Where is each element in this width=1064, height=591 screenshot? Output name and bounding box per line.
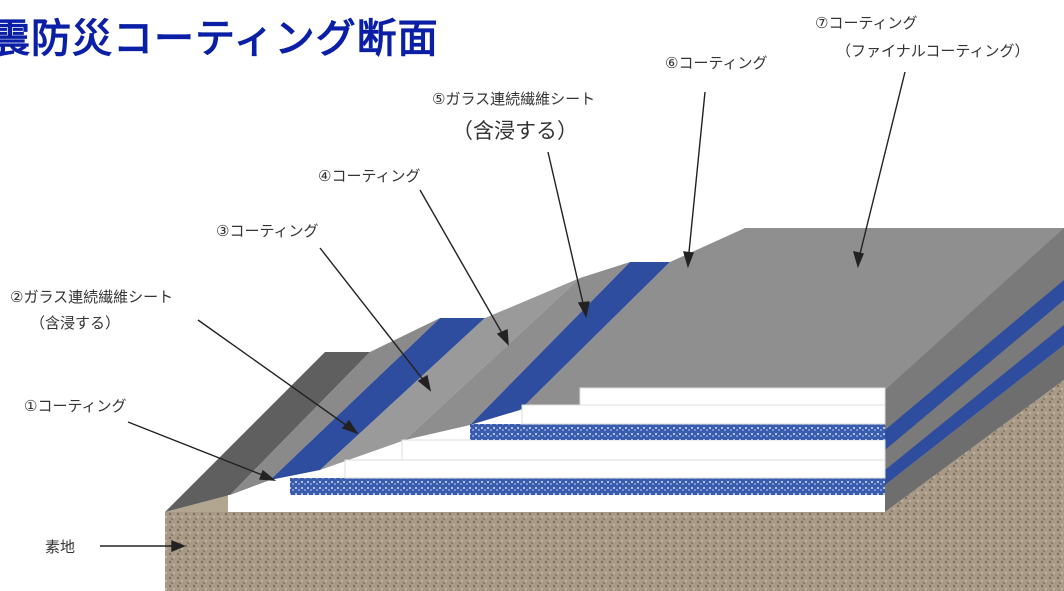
label-3: ③コーティング bbox=[216, 222, 319, 240]
side-stripe-upper bbox=[885, 280, 1064, 450]
layer-2-sheet bbox=[270, 318, 485, 480]
front-white-2 bbox=[344, 459, 886, 479]
label-7-title: ⑦コーティング bbox=[815, 14, 918, 32]
label-6: ⑥コーティング bbox=[665, 54, 768, 72]
layer-4-coating bbox=[320, 278, 580, 470]
layer-1-coating bbox=[165, 352, 370, 512]
label-2-sub: （含浸する） bbox=[30, 314, 121, 332]
front-white-5 bbox=[579, 387, 886, 406]
layer-6-coating bbox=[405, 262, 630, 440]
layers-side-face bbox=[885, 345, 1064, 512]
label-substrate: 素地 bbox=[45, 538, 76, 556]
front-fiber-2 bbox=[470, 424, 885, 440]
front-white-4 bbox=[521, 404, 886, 425]
leader-lines bbox=[100, 71, 906, 553]
label-4: ④コーティング bbox=[318, 167, 421, 185]
substrate-front bbox=[165, 512, 885, 591]
substrate-side bbox=[885, 380, 1064, 591]
label-5-title: ⑤ガラス連続繊維シート bbox=[432, 90, 596, 108]
side-stripe-lower bbox=[885, 325, 1064, 485]
label-5-sub: （含浸する） bbox=[452, 119, 578, 143]
front-fiber-1 bbox=[290, 478, 885, 495]
front-white-3 bbox=[401, 439, 886, 461]
label-2-title: ②ガラス連続繊維シート bbox=[10, 288, 174, 306]
front-white-1 bbox=[228, 495, 885, 512]
layer-5-sheet bbox=[470, 262, 670, 425]
layer-3-coating bbox=[230, 318, 440, 495]
label-7-sub: （ファイナルコーティング） bbox=[836, 42, 1030, 60]
label-1: ①コーティング bbox=[24, 397, 127, 415]
diagram-title: 震防災コーティング断面 bbox=[0, 16, 439, 62]
layer-7-final-coating bbox=[520, 228, 1064, 410]
